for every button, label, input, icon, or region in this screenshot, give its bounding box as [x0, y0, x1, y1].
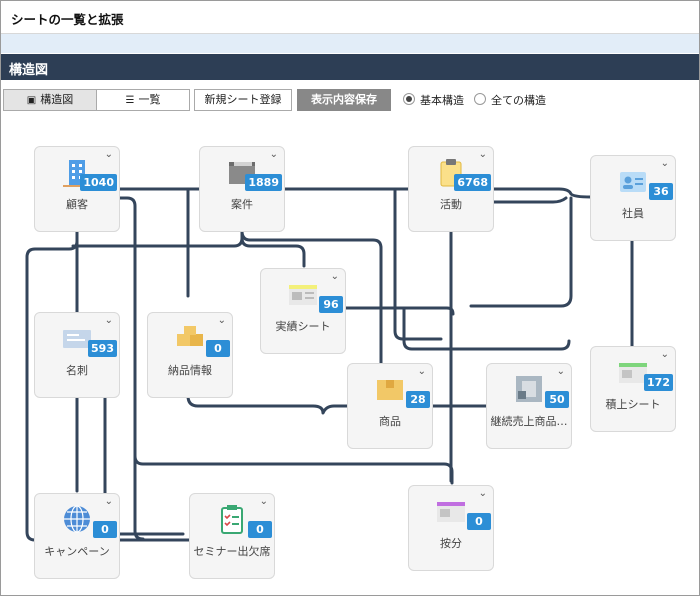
- list-view-label: 一覧: [138, 93, 161, 106]
- section-title: 構造図: [9, 63, 49, 78]
- chevron-down-icon[interactable]: ⌄: [478, 488, 487, 499]
- save-display-label: 表示内容保存: [311, 93, 377, 106]
- record-count-badge: 6768: [454, 174, 491, 191]
- link-deal-product: [240, 229, 383, 368]
- connection-lines: [25, 187, 634, 568]
- structure-canvas: ⌄ 1040 顧客 ⌄ 1889 案件 ⌄: [1, 116, 699, 595]
- node-allocation[interactable]: ⌄ 0 按分: [408, 485, 494, 571]
- node-business-card[interactable]: ⌄ 593 名刺: [34, 312, 120, 398]
- chevron-down-icon[interactable]: ⌄: [556, 366, 565, 377]
- node-label: 商品: [379, 415, 401, 428]
- record-count-badge: 0: [248, 521, 272, 538]
- link-activity-employee-2: [491, 196, 568, 204]
- structure-view-label: 構造図: [40, 93, 74, 106]
- node-recurring-sales[interactable]: ⌄ 50 継続売上商品…: [486, 363, 572, 449]
- node-label: 納品情報: [168, 364, 212, 377]
- node-results-sheet[interactable]: ⌄ 96 実績シート: [260, 268, 346, 354]
- node-campaign[interactable]: ⌄ 0 キャンペーン: [34, 493, 120, 579]
- checklist-icon: [221, 505, 243, 534]
- node-estimate-sheet[interactable]: ⌄ 172 積上シート: [590, 346, 676, 432]
- node-label: 継続売上商品…: [490, 415, 568, 428]
- list-icon: ☰: [125, 95, 135, 106]
- node-label: 按分: [440, 537, 462, 550]
- node-label: セミナー出欠席: [193, 545, 271, 558]
- chevron-down-icon[interactable]: ⌄: [104, 496, 113, 507]
- node-label: キャンペーン: [44, 545, 110, 558]
- link-delivery-product: [186, 394, 351, 415]
- section-header: 構造図: [1, 54, 699, 80]
- register-sheet-button[interactable]: 新規シート登録: [194, 89, 292, 111]
- record-count-badge: 0: [206, 340, 230, 357]
- node-delivery[interactable]: ⌄ 0 納品情報: [147, 312, 233, 398]
- link-deal-results: [240, 236, 306, 268]
- list-view-button[interactable]: ☰一覧: [96, 89, 190, 111]
- photo-thumbnail-icon: [516, 376, 542, 402]
- radio-basic-label: 基本構造: [420, 94, 464, 107]
- link-employee-product: [402, 306, 571, 351]
- record-count-badge: 36: [649, 183, 673, 200]
- title-bar: シートの一覧と拡張: [1, 1, 699, 34]
- node-label: 名刺: [66, 364, 88, 377]
- toolbar: ▣構造図 ☰一覧 新規シート登録 表示内容保存 基本構造 全ての構造: [1, 89, 699, 113]
- link-customer-recurring-branch: [117, 196, 145, 541]
- link-activity-employee: [491, 187, 593, 199]
- node-label: 活動: [440, 198, 462, 211]
- link-results-activity: [343, 306, 455, 316]
- node-label: 顧客: [66, 198, 88, 211]
- chevron-down-icon[interactable]: ⌄: [330, 271, 339, 282]
- globe-icon: [64, 505, 90, 533]
- chevron-down-icon[interactable]: ⌄: [660, 158, 669, 169]
- record-count-badge: 172: [644, 374, 673, 391]
- link-deal-product-2: [393, 187, 443, 341]
- radio-unselected-icon: [474, 93, 486, 105]
- sheet-green-icon: [619, 363, 647, 383]
- link-deal-customer-2: [71, 229, 244, 248]
- window-title: シートの一覧と拡張: [11, 12, 124, 27]
- save-display-button[interactable]: 表示内容保存: [297, 89, 391, 111]
- record-count-badge: 593: [88, 340, 117, 357]
- chevron-down-icon[interactable]: ⌄: [660, 349, 669, 360]
- record-count-badge: 1889: [245, 174, 282, 191]
- chevron-down-icon[interactable]: ⌄: [217, 315, 226, 326]
- box-icon: [377, 380, 403, 400]
- node-label: 社員: [622, 207, 644, 220]
- record-count-badge: 1040: [80, 174, 117, 191]
- chevron-down-icon[interactable]: ⌄: [269, 149, 278, 160]
- link-customer-allocation: [133, 454, 454, 485]
- boxes-icon: [177, 326, 203, 346]
- structure-diagram-icon: ▣: [26, 95, 37, 106]
- node-seminar[interactable]: ⌄ 0 セミナー出欠席: [189, 493, 275, 579]
- register-sheet-label: 新規シート登録: [204, 93, 282, 106]
- chevron-down-icon[interactable]: ⌄: [104, 149, 113, 160]
- node-label: 積上シート: [605, 398, 661, 411]
- chevron-down-icon[interactable]: ⌄: [417, 366, 426, 377]
- business-card-icon: [63, 330, 91, 348]
- node-product[interactable]: ⌄ 28 商品: [347, 363, 433, 449]
- link-employee-results: [469, 196, 573, 308]
- radio-all-structure[interactable]: 全ての構造: [474, 92, 546, 108]
- structure-view-button[interactable]: ▣構造図: [3, 89, 97, 111]
- node-deal[interactable]: ⌄ 1889 案件: [199, 146, 285, 232]
- record-count-badge: 28: [406, 391, 430, 408]
- record-count-badge: 0: [93, 521, 117, 538]
- chevron-down-icon[interactable]: ⌄: [104, 315, 113, 326]
- record-count-badge: 96: [319, 296, 343, 313]
- radio-basic-structure[interactable]: 基本構造: [403, 92, 464, 108]
- record-count-badge: 0: [467, 513, 491, 530]
- radio-selected-icon: [403, 93, 415, 105]
- node-customer[interactable]: ⌄ 1040 顧客: [34, 146, 120, 232]
- id-card-icon: [620, 172, 646, 192]
- info-strip: [1, 34, 699, 53]
- node-label: 案件: [231, 198, 253, 211]
- chevron-down-icon[interactable]: ⌄: [478, 149, 487, 160]
- node-label: 実績シート: [275, 320, 331, 333]
- node-activity[interactable]: ⌄ 6768 活動: [408, 146, 494, 232]
- chevron-down-icon[interactable]: ⌄: [259, 496, 268, 507]
- node-employee[interactable]: ⌄ 36 社員: [590, 155, 676, 241]
- radio-all-label: 全ての構造: [491, 94, 546, 107]
- sheet-icon: [289, 285, 317, 305]
- record-count-badge: 50: [545, 391, 569, 408]
- sheet-purple-icon: [437, 502, 465, 522]
